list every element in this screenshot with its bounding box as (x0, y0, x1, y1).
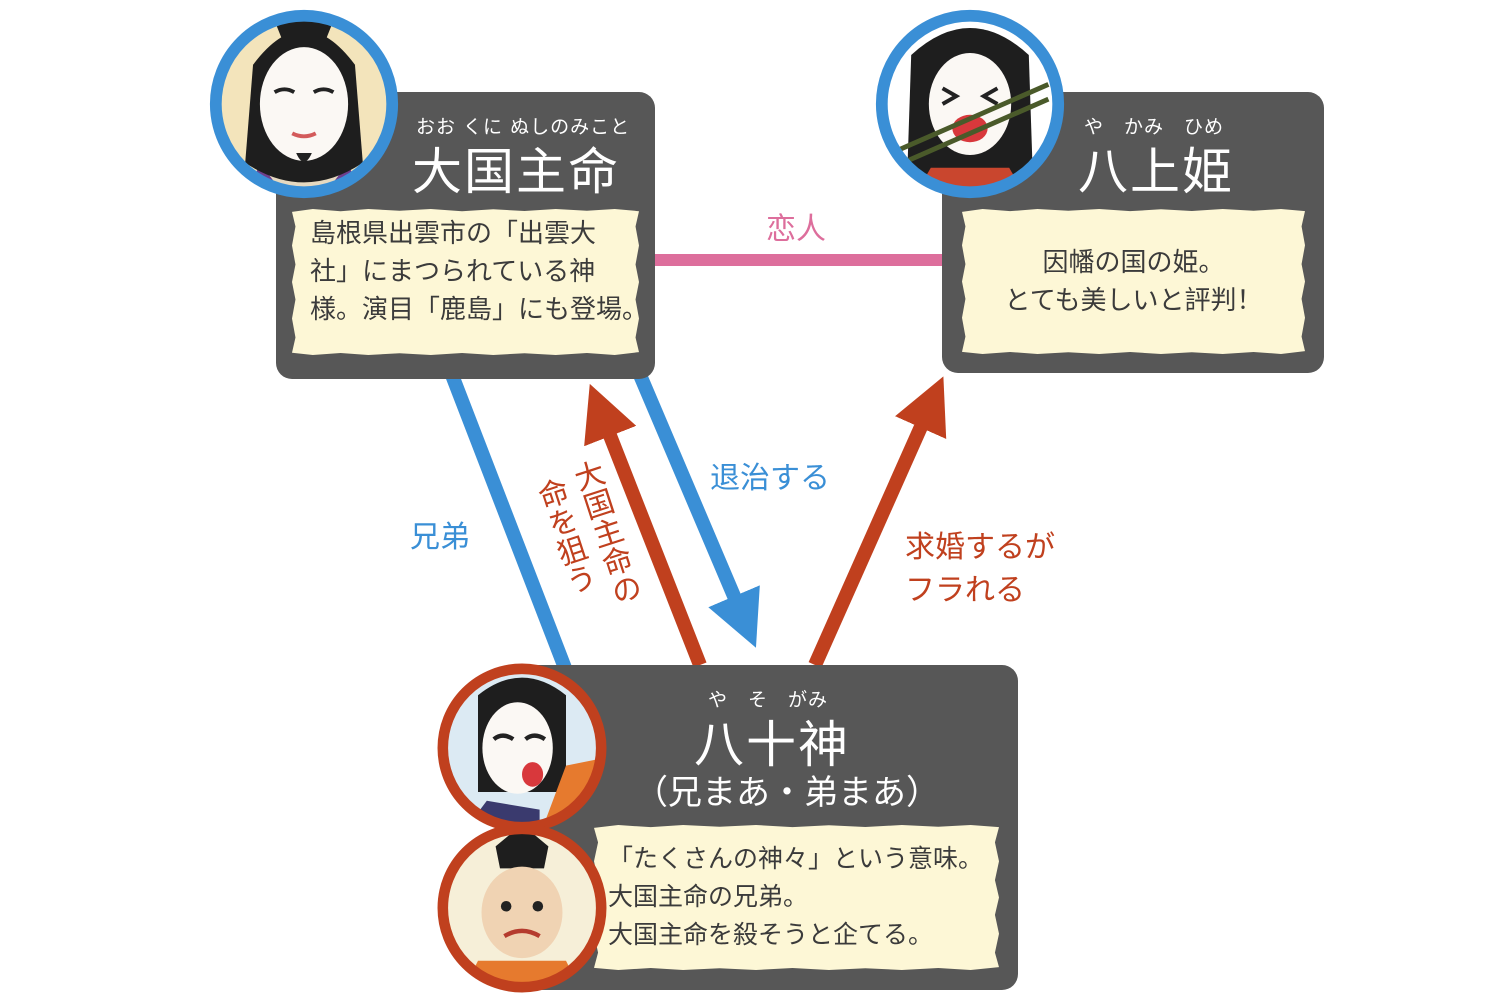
yakami-desc-line: 因幡の国の姫。 (1042, 248, 1225, 278)
brothers-label: 兄弟 (410, 520, 470, 555)
yasogami-desc-line: 「たくさんの神々」という意味。 (608, 844, 984, 873)
target-life-arrow (584, 383, 707, 668)
defeat-label: 退治する (710, 461, 830, 496)
yasogami-subtitle: （兄まあ・弟まあ） (634, 773, 940, 813)
younger-brother-portrait (437, 823, 607, 993)
lovers-label: 恋人 (766, 212, 826, 247)
yakami-description: 因幡の国の姫。 とても美しいと評判！ (962, 209, 1305, 354)
yakami-ruby: や かみ ひめ (1084, 116, 1225, 138)
elder-brother-portrait (437, 663, 607, 833)
okuninushi-desc-line: 社」にまつられている神 (310, 257, 596, 287)
yasogami-card: や そ がみ 八十神 （兄まあ・弟まあ） 「たくさんの神々」という意味。 大国主… (522, 665, 1018, 990)
okuninushi-name: 大国主命 (412, 143, 620, 201)
okuninushi-description: 島根県出雲市の「出雲大 社」にまつられている神 様。演目「鹿島」にも登場。 (292, 209, 639, 355)
propose-label-line1: 求婚するが (905, 530, 1055, 565)
okuninushi-portrait (209, 9, 399, 199)
yasogami-name: 八十神 (694, 716, 850, 774)
yasogami-description: 「たくさんの神々」という意味。 大国主命の兄弟。 大国主命を殺そうと企てる。 (594, 825, 999, 970)
yakami-portrait (875, 9, 1065, 199)
defeat-arrow (633, 372, 760, 648)
brothers-line (445, 372, 572, 671)
yasogami-ruby: や そ がみ (708, 689, 829, 711)
yakami-name: 八上姫 (1078, 143, 1234, 201)
okuninushi-ruby: おお くに ぬしのみこと (416, 116, 631, 138)
propose-arrow (808, 376, 947, 668)
yasogami-desc-line: 大国主命の兄弟。 (608, 882, 809, 911)
yasogami-desc-line: 大国主命を殺そうと企てる。 (608, 920, 934, 949)
yakami-desc-line: とても美しいと評判！ (1004, 286, 1263, 316)
okuninushi-desc-line: 様。演目「鹿島」にも登場。 (310, 295, 649, 325)
okuninushi-desc-line: 島根県出雲市の「出雲大 (310, 219, 597, 249)
propose-label-line2: フラれる (905, 573, 1025, 608)
